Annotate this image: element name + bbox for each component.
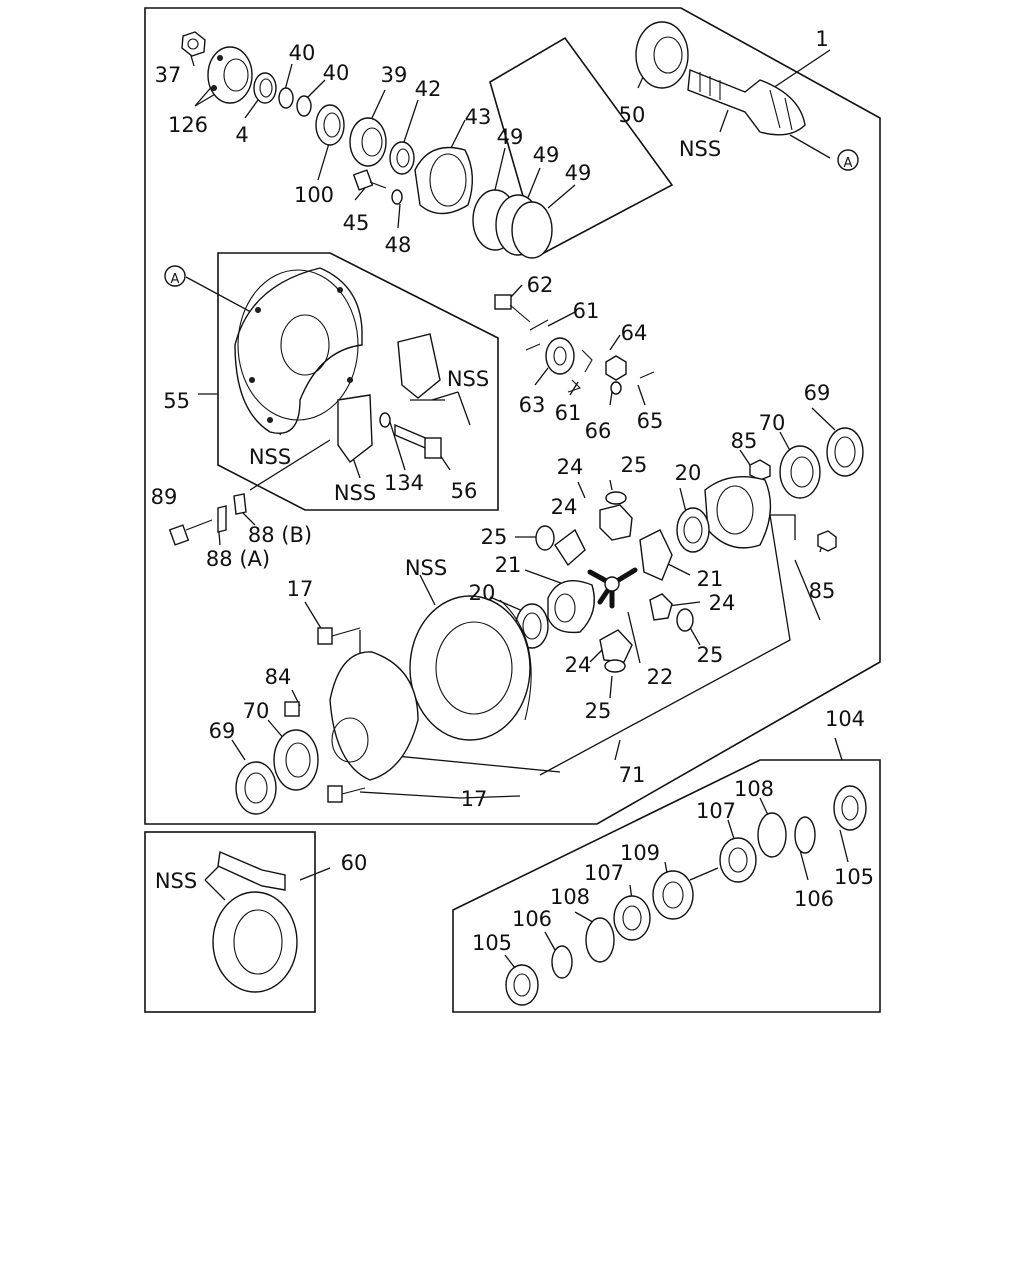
callout-40a: 40 xyxy=(289,41,316,65)
nss-label-ring-gear: NSS xyxy=(405,556,447,580)
callout-69a: 69 xyxy=(804,381,831,405)
callout-85a: 85 xyxy=(731,429,758,453)
frame-label-main-assembly: 1 xyxy=(815,27,828,51)
callout-48: 48 xyxy=(385,233,412,257)
carrier-subframe xyxy=(217,252,499,511)
callout-62: 62 xyxy=(527,273,554,297)
callout-100: 100 xyxy=(294,183,334,207)
ref-mark-carrier: A xyxy=(171,272,180,287)
callout-84: 84 xyxy=(265,665,292,689)
callout-24d: 24 xyxy=(565,653,592,677)
callout-21b: 21 xyxy=(697,567,724,591)
callout-108a: 108 xyxy=(734,777,774,801)
callout-20b: 20 xyxy=(469,581,496,605)
callout-25c: 25 xyxy=(697,643,724,667)
callout-70b: 70 xyxy=(243,699,270,723)
callout-20a: 20 xyxy=(675,461,702,485)
callout-39: 39 xyxy=(381,63,408,87)
callout-24a: 24 xyxy=(557,455,584,479)
callout-105a: 105 xyxy=(834,865,874,889)
callout-17b: 17 xyxy=(461,787,488,811)
nss-label-cap-upper: NSS xyxy=(447,367,489,391)
callout-50: 50 xyxy=(619,103,646,127)
callout-107a: 107 xyxy=(696,799,736,823)
callout-56: 56 xyxy=(451,479,478,503)
nss-label-cap-lower: NSS xyxy=(334,481,376,505)
callout-43: 43 xyxy=(465,105,492,129)
callout-61b: 61 xyxy=(555,401,582,425)
parts-drawings xyxy=(164,21,867,1006)
callout-65: 65 xyxy=(637,409,664,433)
callout-25b: 25 xyxy=(481,525,508,549)
callout-64: 64 xyxy=(621,321,648,345)
callout-42: 42 xyxy=(415,77,442,101)
callout-108b: 108 xyxy=(550,885,590,909)
callout-4: 4 xyxy=(235,123,248,147)
callout-88b: 88 (B) xyxy=(248,523,312,547)
nss-label-carrier: NSS xyxy=(249,445,291,469)
nss-label-set: NSS xyxy=(155,869,197,893)
frame-label-lsd-kit: 104 xyxy=(825,707,865,731)
callout-70a: 70 xyxy=(759,411,786,435)
callout-45: 45 xyxy=(343,211,370,235)
main-frame xyxy=(144,7,881,825)
callout-106b: 106 xyxy=(512,907,552,931)
callout-126: 126 xyxy=(168,113,208,137)
callout-49a: 49 xyxy=(497,125,524,149)
ring-pinion-set-frame xyxy=(144,831,316,1013)
callout-49b: 49 xyxy=(533,143,560,167)
callout-69b: 69 xyxy=(209,719,236,743)
callout-24c: 24 xyxy=(709,591,736,615)
ref-mark-pinion: A xyxy=(844,156,853,171)
frame-label-ring-pinion-set: 60 xyxy=(341,851,368,875)
callout-89: 89 xyxy=(151,485,178,509)
callout-22: 22 xyxy=(647,665,674,689)
callout-134: 134 xyxy=(384,471,424,495)
callout-25d: 25 xyxy=(585,699,612,723)
callout-63: 63 xyxy=(519,393,546,417)
callout-85b: 85 xyxy=(809,579,836,603)
callout-21a: 21 xyxy=(495,553,522,577)
callout-107b: 107 xyxy=(584,861,624,885)
callout-17a: 17 xyxy=(287,577,314,601)
nss-label-pinion: NSS xyxy=(679,137,721,161)
callout-88a: 88 (A) xyxy=(206,547,270,571)
frame-label-carrier: 55 xyxy=(163,389,190,413)
callout-37: 37 xyxy=(155,63,182,87)
frame-label-case-assembly: 71 xyxy=(619,763,646,787)
callout-25a: 25 xyxy=(621,453,648,477)
callout-106a: 106 xyxy=(794,887,834,911)
callout-24b: 24 xyxy=(551,495,578,519)
callout-40b: 40 xyxy=(323,61,350,85)
callout-66: 66 xyxy=(585,419,612,443)
callout-49c: 49 xyxy=(565,161,592,185)
callout-labels: 1 A A NSS NSS NSS NSS NSS NSS 55 71 60 1… xyxy=(151,27,874,955)
callout-105b: 105 xyxy=(472,931,512,955)
callout-61a: 61 xyxy=(573,299,600,323)
callout-109: 109 xyxy=(620,841,660,865)
lsd-kit-frame xyxy=(452,759,881,1013)
